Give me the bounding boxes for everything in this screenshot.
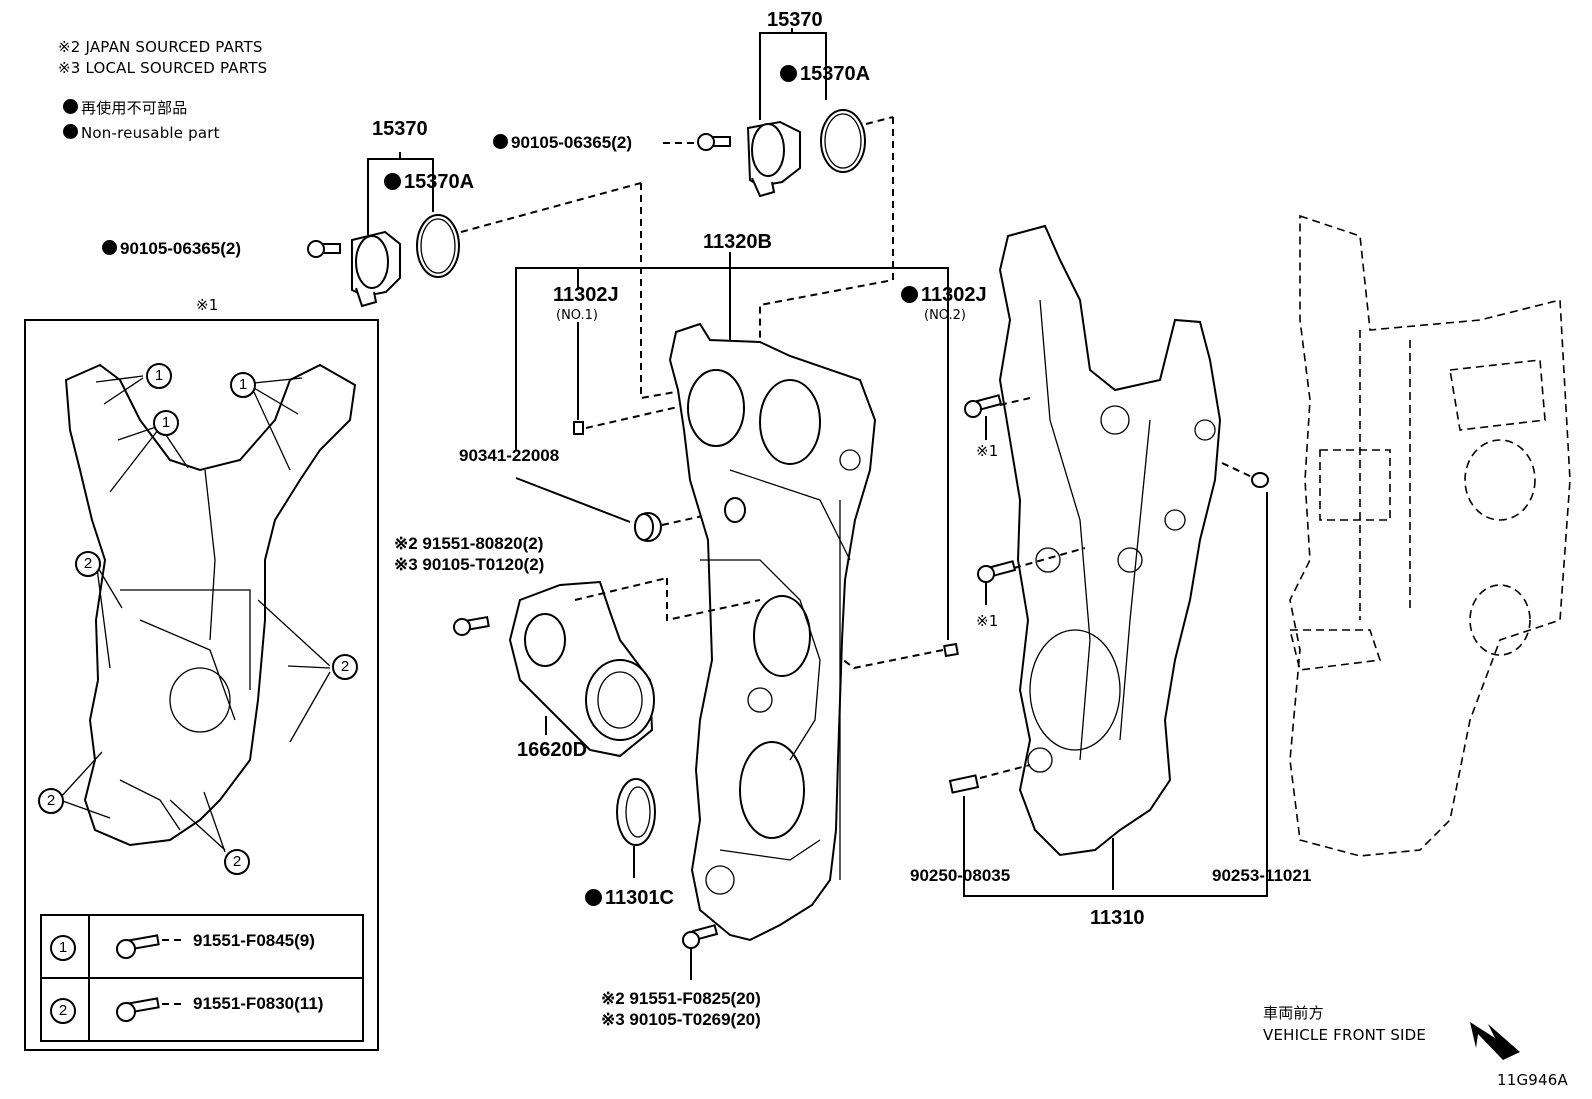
inset-table-key-1: 1 xyxy=(50,935,76,961)
inset-table-key-2: 2 xyxy=(50,998,76,1024)
inset-marker-2: 2 xyxy=(38,788,64,814)
diagram-id: 11G946A xyxy=(1497,1071,1569,1089)
callout-bolt-left[interactable]: 90105-06365(2) xyxy=(102,240,241,257)
legend-non-reusable-en: Non-reusable part xyxy=(63,124,220,141)
chain-tensioner-16620D xyxy=(508,577,761,758)
callout-11301C-text: 11301C xyxy=(605,887,674,909)
direction-label-en: VEHICLE FRONT SIDE xyxy=(1263,1026,1427,1044)
bracket-11320B xyxy=(515,252,959,658)
callout-11302J-no2-sub: (NO.2) xyxy=(924,308,966,323)
legend-non-reusable-jp-text: 再使用不可部品 xyxy=(81,99,188,117)
inset-table-part-1[interactable]: 91551-F0845(9) xyxy=(193,931,315,950)
callout-15370A-top-text: 15370A xyxy=(800,63,871,85)
circled-number-icon: 2 xyxy=(50,998,76,1024)
callout-11302J-no1[interactable]: 11302J xyxy=(553,284,619,306)
oil-seal-11301C xyxy=(616,778,656,878)
pin-90250 xyxy=(948,492,1268,897)
note-japan-sourced: ※2 JAPAN SOURCED PARTS xyxy=(58,38,263,56)
callout-bottom-bolt-local[interactable]: ※3 90105-T0269(20) xyxy=(601,1010,761,1029)
bolt-left xyxy=(307,240,341,258)
bolt-bottom xyxy=(682,924,719,980)
plug-90341 xyxy=(515,477,731,542)
callout-bottom-bolt-jp[interactable]: ※2 91551-F0825(20) xyxy=(601,989,761,1008)
non-reusable-dot-icon xyxy=(901,286,918,303)
inset-table-part-2[interactable]: 91551-F0830(11) xyxy=(193,994,324,1013)
callout-15370A-left[interactable]: 15370A xyxy=(384,172,474,192)
filled-dot-icon xyxy=(63,124,78,139)
mark-ref-1-lower: ※1 xyxy=(976,612,999,630)
non-reusable-dot-icon xyxy=(780,65,797,82)
camshaft-oil-control-valve-top xyxy=(746,28,894,198)
circled-number-icon: 2 xyxy=(38,788,64,814)
callout-15370-top[interactable]: 15370 xyxy=(767,9,823,31)
legend-non-reusable-en-text: Non-reusable part xyxy=(81,124,220,142)
inset-box xyxy=(24,319,379,1051)
callout-11320B[interactable]: 11320B xyxy=(703,231,772,253)
camshaft-oil-control-valve-left xyxy=(351,152,642,308)
circled-number-icon: 1 xyxy=(50,935,76,961)
callout-11301C[interactable]: 11301C xyxy=(585,888,674,908)
circled-number-icon: 2 xyxy=(332,654,358,680)
inset-marker-2: 2 xyxy=(224,849,250,875)
callout-90250[interactable]: 90250-08035 xyxy=(910,866,1011,885)
circled-number-icon: 1 xyxy=(153,410,179,436)
note-local-sourced: ※3 LOCAL SOURCED PARTS xyxy=(58,59,268,77)
inset-marker-1: 1 xyxy=(230,372,256,398)
callout-15370A-top[interactable]: 15370A xyxy=(780,64,870,84)
front-direction-arrow xyxy=(1470,1022,1520,1060)
pin-90253 xyxy=(1221,462,1269,488)
callout-bolt-jp[interactable]: ※2 91551-80820(2) xyxy=(394,534,544,553)
inset-marker-1: 1 xyxy=(146,363,172,389)
circled-number-icon: 1 xyxy=(146,363,172,389)
inset-title: ※1 xyxy=(196,296,219,314)
circled-number-icon: 1 xyxy=(230,372,256,398)
bolt-tensioner xyxy=(453,615,490,636)
circled-number-icon: 2 xyxy=(75,551,101,577)
callout-bolt-left-text: 90105-06365(2) xyxy=(120,239,241,258)
filled-dot-icon xyxy=(63,99,78,114)
chain-case-11310 xyxy=(998,224,1222,890)
callout-15370A-left-text: 15370A xyxy=(404,171,475,193)
callout-16620D[interactable]: 16620D xyxy=(517,739,588,761)
direction-label-jp: 車両前方 xyxy=(1263,1004,1324,1022)
bolt-case-lower xyxy=(977,547,1086,605)
callout-bolt-top[interactable]: 90105-06365(2) xyxy=(493,134,632,151)
mark-ref-1-upper: ※1 xyxy=(976,442,999,460)
callout-bolt-local[interactable]: ※3 90105-T0120(2) xyxy=(394,555,545,574)
inset-marker-2: 2 xyxy=(75,551,101,577)
non-reusable-dot-icon xyxy=(102,240,117,255)
bolt-case-upper xyxy=(964,394,1031,440)
inset-marker-2: 2 xyxy=(332,654,358,680)
callout-11302J-no1-sub: (NO.1) xyxy=(556,308,598,323)
bolt-top xyxy=(663,133,731,151)
inset-marker-1: 1 xyxy=(153,410,179,436)
non-reusable-dot-icon xyxy=(493,134,508,149)
callout-11310[interactable]: 11310 xyxy=(1090,907,1145,929)
callout-11302J-no2-text: 11302J xyxy=(921,284,987,306)
callout-90341[interactable]: 90341-22008 xyxy=(459,446,560,465)
callout-bolt-top-text: 90105-06365(2) xyxy=(511,133,632,152)
engine-block xyxy=(1288,214,1571,857)
callout-11302J-no2[interactable]: 11302J xyxy=(901,285,987,305)
legend-non-reusable-jp: 再使用不可部品 xyxy=(63,99,187,116)
non-reusable-dot-icon xyxy=(585,889,602,906)
circled-number-icon: 2 xyxy=(224,849,250,875)
non-reusable-dot-icon xyxy=(384,173,401,190)
callout-15370-left[interactable]: 15370 xyxy=(372,118,428,140)
timing-chain-cover xyxy=(668,322,877,942)
callout-90253[interactable]: 90253-11021 xyxy=(1212,866,1312,885)
